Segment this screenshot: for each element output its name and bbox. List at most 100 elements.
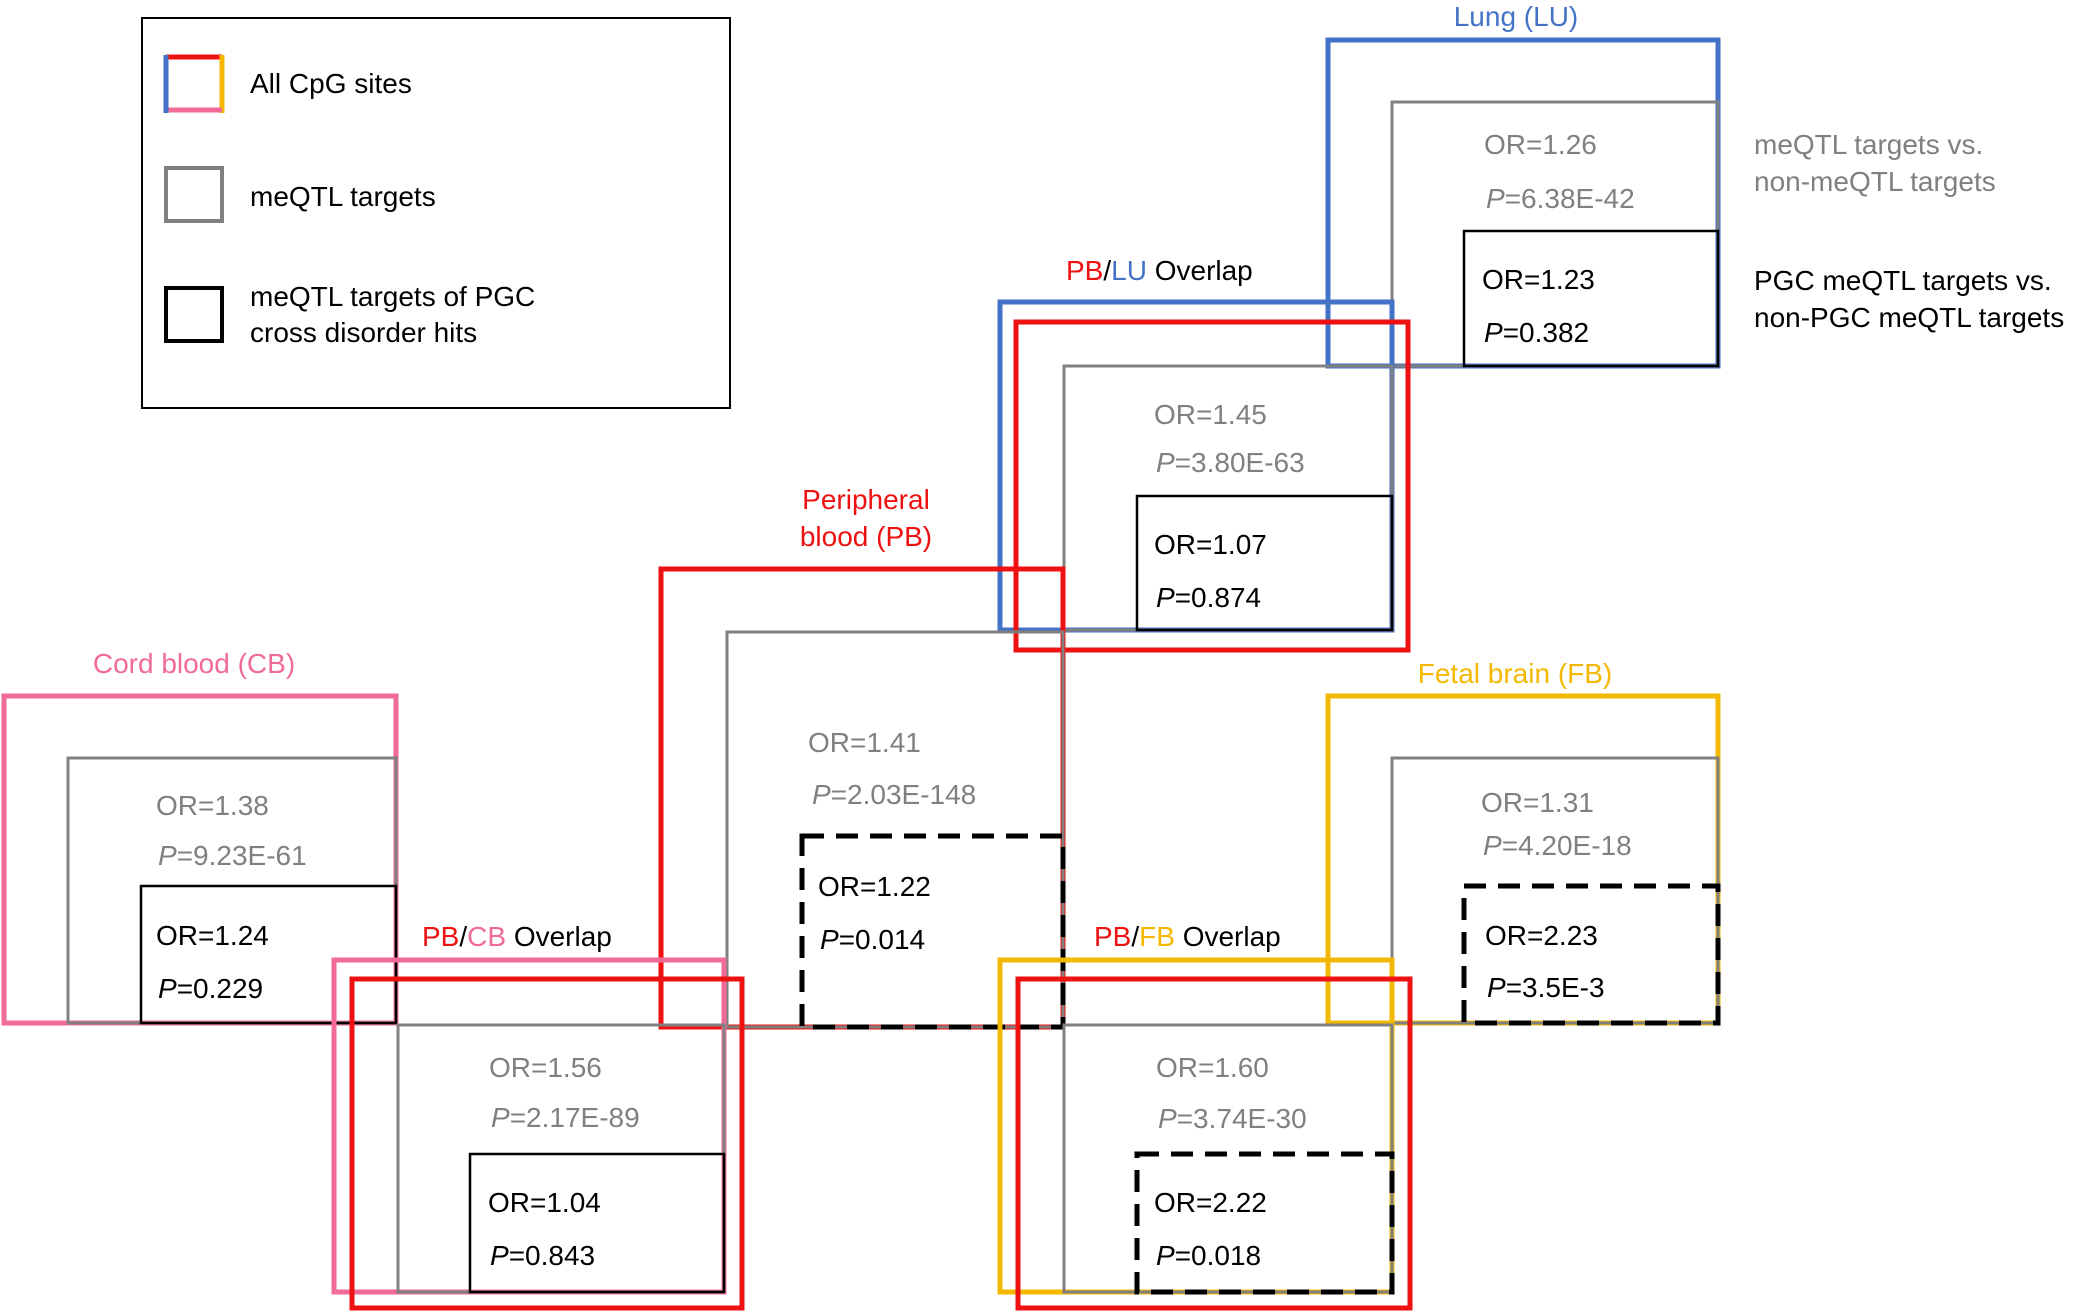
pb-cb-overlap-label: PB/CB Overlap xyxy=(422,921,612,952)
meqtl-legend-icon xyxy=(164,166,224,223)
fb-label: Fetal brain (FB) xyxy=(1418,658,1613,689)
p-value: =3.5E-3 xyxy=(1506,972,1605,1003)
pb-lu-meqtl-or: OR=1.45 xyxy=(1154,399,1267,430)
lung-label: Lung (LU) xyxy=(1454,1,1579,32)
label-pb: PB xyxy=(1066,255,1103,286)
pb-lu-pgc-or: OR=1.07 xyxy=(1154,529,1267,560)
pb-fb-meqtl-or: OR=1.60 xyxy=(1156,1052,1269,1083)
fb-meqtl-p: P=4.20E-18 xyxy=(1483,830,1632,861)
pb-lu-pb-frame xyxy=(1013,319,1411,653)
p-value: =4.20E-18 xyxy=(1502,830,1632,861)
fb-meqtl-or: OR=1.31 xyxy=(1481,787,1594,818)
label-overlap: Overlap xyxy=(1175,921,1281,952)
p-symbol: P xyxy=(812,779,831,810)
p-symbol: P xyxy=(158,973,177,1004)
comparison-annotations: meQTL targets vs. non-meQTL targets PGC … xyxy=(1754,129,2064,333)
fb-pgc-p: P=3.5E-3 xyxy=(1487,972,1605,1003)
p-symbol: P xyxy=(1487,972,1506,1003)
pb-fb-pb-frame xyxy=(1015,976,1413,1311)
pb-label-line1: Peripheral xyxy=(802,484,930,515)
annotation-pgc-line1: PGC meQTL targets vs. xyxy=(1754,265,2052,296)
p-symbol: P xyxy=(1156,582,1175,613)
pb-cb-meqtl-p: P=2.17E-89 xyxy=(491,1102,640,1133)
p-value: =3.80E-63 xyxy=(1175,447,1305,478)
label-pb: PB xyxy=(422,921,459,952)
annotation-meqtl-line1: meQTL targets vs. xyxy=(1754,129,1983,160)
label-overlap: Overlap xyxy=(506,921,612,952)
p-symbol: P xyxy=(1484,317,1503,348)
pb-pgc-p: P=0.014 xyxy=(820,924,925,955)
p-value: =0.229 xyxy=(177,973,263,1004)
annotation-meqtl-line2: non-meQTL targets xyxy=(1754,166,1996,197)
pb-label-line2: blood (PB) xyxy=(800,521,932,552)
legend-meqtl-label: meQTL targets xyxy=(250,181,436,212)
cb-meqtl-p: P=9.23E-61 xyxy=(158,840,307,871)
legend: All CpG sites meQTL targets meQTL target… xyxy=(141,17,731,409)
p-symbol: P xyxy=(1483,830,1502,861)
cb-meqtl-or: OR=1.38 xyxy=(156,790,269,821)
fb-pgc-box xyxy=(1461,883,1721,1026)
legend-frame xyxy=(141,17,731,409)
lung-meqtl-or: OR=1.26 xyxy=(1484,129,1597,160)
legend-pgc-label-line2: cross disorder hits xyxy=(250,317,477,348)
p-symbol: P xyxy=(1156,1240,1175,1271)
pb-cb-pgc-box xyxy=(468,1152,726,1294)
pb-fb-overlap-label: PB/FB Overlap xyxy=(1094,921,1281,952)
p-value: =0.843 xyxy=(509,1240,595,1271)
cb-pgc-box xyxy=(139,884,398,1025)
label-fb: FB xyxy=(1139,921,1175,952)
label-overlap: Overlap xyxy=(1147,255,1253,286)
lung-pgc-p: P=0.382 xyxy=(1484,317,1589,348)
label-slash: / xyxy=(459,921,467,952)
pb-cb-overlap-panel: PB/CB Overlap OR=1.56 P=2.17E-89 OR=1.04… xyxy=(331,921,745,1311)
pb-meqtl-or: OR=1.41 xyxy=(808,727,921,758)
legend-all-cpg-label: All CpG sites xyxy=(250,68,412,99)
fb-panel: Fetal brain (FB) OR=1.31 P=4.20E-18 OR=2… xyxy=(1325,658,1721,1026)
pb-cb-meqtl-or: OR=1.56 xyxy=(489,1052,602,1083)
p-value: =0.874 xyxy=(1175,582,1261,613)
pb-pgc-or: OR=1.22 xyxy=(818,871,931,902)
p-symbol: P xyxy=(158,840,177,871)
all-cpg-legend-icon xyxy=(163,54,225,113)
pb-fb-pgc-p: P=0.018 xyxy=(1156,1240,1261,1271)
p-symbol: P xyxy=(490,1240,509,1271)
pb-cb-pgc-or: OR=1.04 xyxy=(488,1187,601,1218)
pb-lu-meqtl-p: P=3.80E-63 xyxy=(1156,447,1305,478)
p-value: =9.23E-61 xyxy=(177,840,307,871)
pb-fb-overlap-panel: PB/FB Overlap OR=1.60 P=3.74E-30 OR=2.22… xyxy=(997,921,1413,1311)
p-value: =0.014 xyxy=(839,924,925,955)
pb-lu-pgc-box xyxy=(1135,494,1394,632)
p-symbol: P xyxy=(491,1102,510,1133)
label-slash: / xyxy=(1103,255,1111,286)
label-pb: PB xyxy=(1094,921,1131,952)
annotation-pgc-line2: non-PGC meQTL targets xyxy=(1754,302,2064,333)
cb-pgc-p: P=0.229 xyxy=(158,973,263,1004)
pb-lu-overlap-label: PB/LU Overlap xyxy=(1066,255,1253,286)
pb-cb-pb-frame xyxy=(349,976,745,1311)
pb-cb-pgc-p: P=0.843 xyxy=(490,1240,595,1271)
p-symbol: P xyxy=(1158,1103,1177,1134)
p-value: =2.03E-148 xyxy=(831,779,977,810)
p-value: =3.74E-30 xyxy=(1177,1103,1307,1134)
pb-meqtl-box xyxy=(725,630,1065,1029)
pb-meqtl-p: P=2.03E-148 xyxy=(812,779,976,810)
lung-pgc-box xyxy=(1462,229,1720,368)
p-value: =2.17E-89 xyxy=(510,1102,640,1133)
legend-pgc-label-line1: meQTL targets of PGC xyxy=(250,281,535,312)
cb-panel: Cord blood (CB) OR=1.38 P=9.23E-61 OR=1.… xyxy=(1,648,399,1026)
p-value: =6.38E-42 xyxy=(1505,183,1635,214)
p-symbol: P xyxy=(820,924,839,955)
pgc-legend-icon xyxy=(164,286,224,343)
label-slash: / xyxy=(1131,921,1139,952)
p-value: =0.018 xyxy=(1175,1240,1261,1271)
label-cb: CB xyxy=(467,921,506,952)
p-symbol: P xyxy=(1156,447,1175,478)
cb-label: Cord blood (CB) xyxy=(93,648,295,679)
p-value: =0.382 xyxy=(1503,317,1589,348)
pb-fb-pgc-box xyxy=(1134,1151,1395,1295)
pb-lu-overlap-panel: PB/LU Overlap OR=1.45 P=3.80E-63 OR=1.07… xyxy=(997,255,1411,653)
pb-panel: Peripheral blood (PB) OR=1.41 P=2.03E-14… xyxy=(658,484,1066,1030)
lung-meqtl-p: P=6.38E-42 xyxy=(1486,183,1635,214)
label-lu: LU xyxy=(1111,255,1147,286)
